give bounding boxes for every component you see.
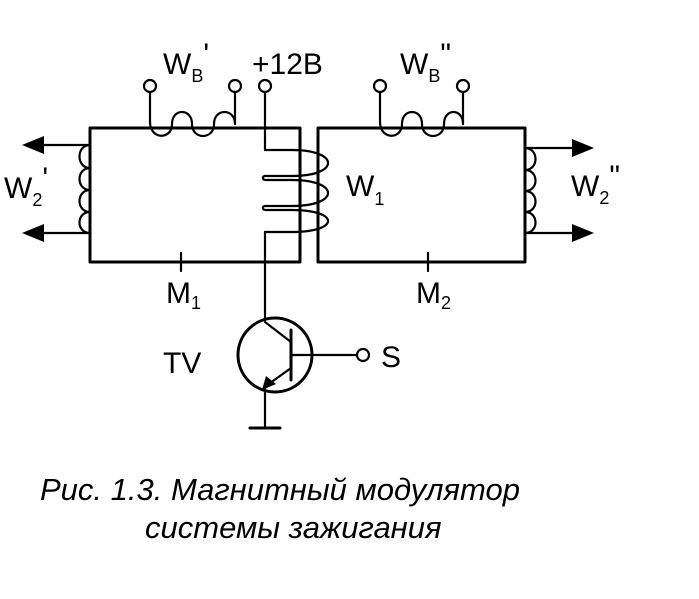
label-m1: M1	[166, 277, 201, 313]
label-m2: M2	[416, 277, 451, 313]
label-signal: S	[381, 341, 401, 374]
caption-line-1: Рис. 1.3. Магнитный модулятор	[40, 472, 520, 507]
winding-wb1	[142, 78, 243, 138]
label-w2-left: W2'	[4, 162, 48, 210]
label-wb2: WB"	[400, 38, 451, 86]
label-w1: W1	[346, 170, 384, 209]
transistor-tv	[236, 316, 371, 430]
label-transistor: TV	[163, 347, 201, 380]
arrow-w2-right-bottom	[572, 224, 594, 242]
label-supply: +12B	[252, 48, 323, 81]
arrow-w2-left-top	[22, 136, 44, 154]
core-m2	[316, 126, 527, 264]
supply-terminal	[257, 78, 273, 152]
label-wb1: WB'	[163, 38, 209, 86]
arrow-w2-right-top	[572, 139, 594, 157]
arrow-w2-left-bottom	[22, 224, 44, 242]
caption-line-2: системы зажигания	[145, 510, 442, 545]
winding-w2-right	[523, 139, 594, 242]
label-w2-right: W2"	[571, 160, 620, 208]
winding-w2-left	[22, 136, 92, 242]
core-m1	[88, 126, 302, 264]
winding-wb2	[372, 78, 471, 138]
winding-w1	[261, 148, 330, 322]
